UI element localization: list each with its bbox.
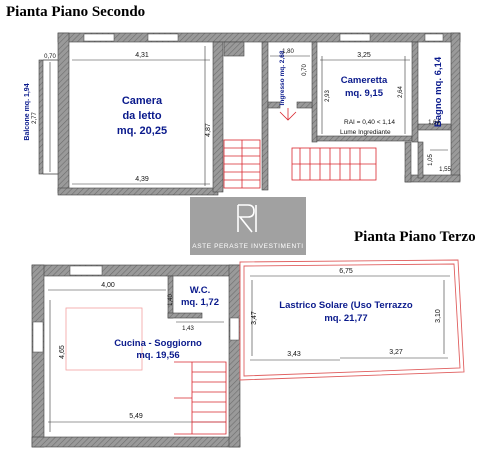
dim-label: 0,70 <box>302 64 308 76</box>
dim-label: 1,64 <box>428 120 440 126</box>
room-label-camera-line2: da letto <box>122 110 161 122</box>
watermark-text: ASTE PERASTE INVESTIMENTI <box>192 243 303 250</box>
room-label-ingresso: Ingresso mq. 2,68 <box>279 50 286 105</box>
dim-label: 1,40 <box>168 294 174 306</box>
dim-label: 2,93 <box>325 90 331 102</box>
dim-label: 4,31 <box>135 52 149 59</box>
dim-label: 3,10 <box>435 309 442 323</box>
dim-label: 4,65 <box>59 345 66 359</box>
second-floor-stairs <box>223 139 377 189</box>
dim-label: 3,47 <box>251 311 258 325</box>
room-label-wc-area: mq. 1,72 <box>181 297 219 308</box>
dim-label: 3,27 <box>389 349 403 356</box>
room-label-balcone: Balcone mq. 1,94 <box>24 83 31 140</box>
room-label-lastrico-area: mq. 21,77 <box>324 313 367 324</box>
entrance-arrow-icon <box>279 108 297 121</box>
room-labels: Camera da letto mq. 20,25 Cameretta mq. … <box>24 50 444 361</box>
second-floor-walls <box>38 32 461 196</box>
room-label-bagno: Bagno mq. 6,14 <box>433 56 444 127</box>
heading-second-floor: Pianta Piano Secondo <box>6 4 146 20</box>
room-label-camera-line1: Camera <box>122 95 163 107</box>
terrace-outline <box>239 259 465 381</box>
third-floor-stairs <box>174 361 227 435</box>
dim-label: 2,64 <box>398 86 404 98</box>
room-label-cucina: Cucina - Soggiorno <box>114 338 202 349</box>
dim-label: 6,75 <box>339 268 353 275</box>
dim-label: 4,00 <box>101 282 115 289</box>
room-label-wc: W.C. <box>190 285 211 296</box>
counter-outline <box>65 307 143 371</box>
watermark: ASTE PERASTE INVESTIMENTI <box>190 197 306 255</box>
note-lume: Lume Ingrediante <box>340 129 391 136</box>
dim-label: 3,25 <box>357 52 371 59</box>
dim-label: 0,70 <box>44 54 56 60</box>
room-label-cameretta-area: mq. 9,15 <box>345 88 384 99</box>
note-rai: RAI = 0,40 < 1,14 <box>344 119 395 126</box>
dim-label: 4,87 <box>205 123 212 137</box>
dim-label: 1,55 <box>439 167 451 173</box>
room-label-camera-area: mq. 20,25 <box>117 125 167 137</box>
watermark-logo-icon <box>237 204 257 233</box>
dim-label: 3,43 <box>287 351 301 358</box>
room-label-cameretta: Cameretta <box>341 75 388 86</box>
third-floor-walls <box>31 264 241 448</box>
dim-label: 1,80 <box>282 49 294 55</box>
heading-third-floor: Pianta Piano Terzo <box>354 229 476 245</box>
dim-label: 5,49 <box>129 413 143 420</box>
dimension-labels: 4,31 0,70 2,77 4,39 4,87 1,80 3,25 0,70 … <box>32 49 451 420</box>
dim-label: 1,05 <box>428 154 434 166</box>
dim-label: 2,77 <box>32 112 38 124</box>
dim-label: 4,39 <box>135 176 149 183</box>
second-floor-dimension-lines <box>49 46 448 186</box>
dim-label: 1,43 <box>182 326 194 332</box>
room-label-cucina-area: mq. 19,56 <box>136 350 179 361</box>
room-label-lastrico: Lastrico Solare (Uso Terrazzo <box>279 300 413 311</box>
